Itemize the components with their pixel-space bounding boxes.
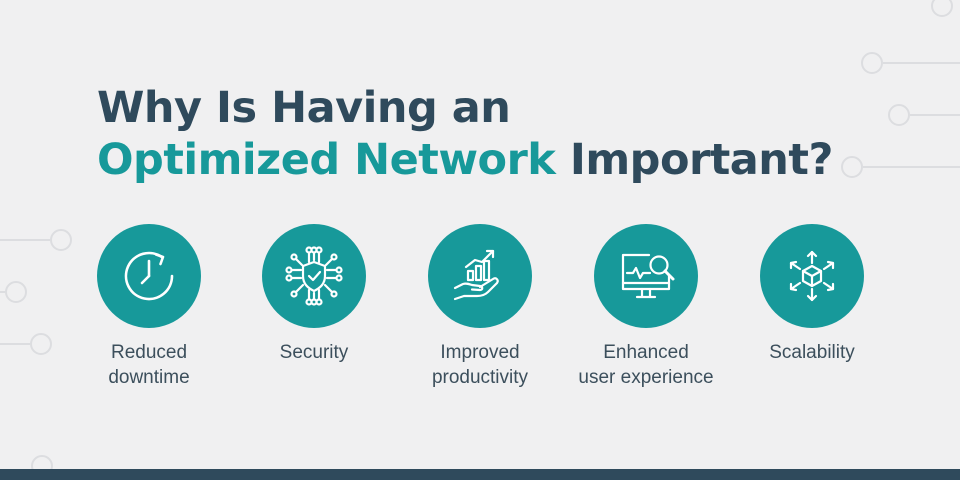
title-accent: Optimized Network — [97, 135, 556, 185]
benefit-label-line1: Improved — [440, 342, 520, 363]
benefit-label: Reduced downtime — [64, 340, 234, 390]
footer-bar — [0, 469, 960, 480]
page-title: Why Is Having an Optimized Network Impor… — [97, 82, 833, 186]
benefits-row: Reduced downtime — [0, 224, 960, 404]
shield-circuit-icon — [285, 246, 343, 306]
benefit-label: Scalability — [727, 340, 897, 365]
benefit-enhanced-user-experience: Enhanced user experience — [561, 224, 731, 390]
cube-expand-icon — [789, 250, 835, 302]
benefit-label-line1: Security — [279, 342, 349, 363]
benefit-label-line1: Reduced — [110, 342, 188, 363]
benefit-improved-productivity: Improved productivity — [395, 224, 565, 390]
benefit-label: Enhanced user experience — [561, 340, 731, 390]
benefit-label-line2: productivity — [431, 367, 529, 388]
benefit-reduced-downtime: Reduced downtime — [64, 224, 234, 390]
benefit-icon-circle — [760, 224, 864, 328]
benefit-scalability: Scalability — [727, 224, 897, 365]
title-line-2: Optimized Network Important? — [97, 134, 833, 186]
monitor-magnifier-icon — [621, 253, 675, 299]
stopwatch-icon — [124, 251, 174, 301]
benefit-icon-circle — [594, 224, 698, 328]
title-rest: Important? — [569, 135, 834, 185]
benefit-label-line2: downtime — [108, 367, 190, 388]
benefit-label: Security — [229, 340, 399, 365]
benefit-security: Security — [229, 224, 399, 365]
benefit-icon-circle — [428, 224, 532, 328]
growth-chart-hand-icon — [453, 249, 499, 301]
benefit-label-line2: user experience — [578, 367, 714, 388]
benefit-label-line1: Enhanced — [603, 342, 689, 363]
title-line-1: Why Is Having an — [97, 83, 511, 133]
benefit-label-line1: Scalability — [769, 342, 855, 363]
benefit-label: Improved productivity — [395, 340, 565, 390]
benefit-icon-circle — [262, 224, 366, 328]
benefit-icon-circle — [97, 224, 201, 328]
